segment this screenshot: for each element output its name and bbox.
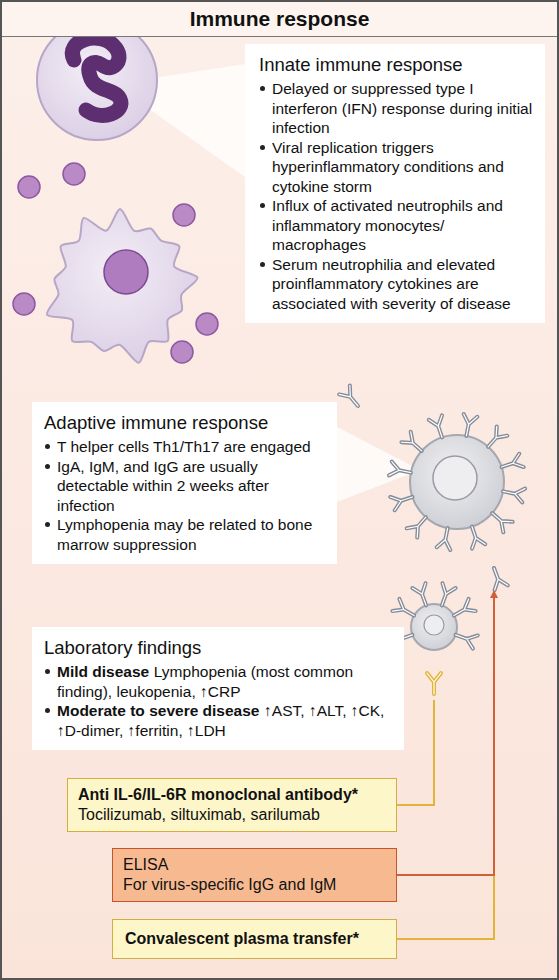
bullet-dot — [45, 464, 50, 469]
bold-text: Convalescent plasma transfer* — [125, 930, 359, 947]
title-bar: Immune response — [2, 2, 557, 37]
therapy-box: Convalescent plasma transfer* — [112, 919, 397, 959]
bullet-text: IgA, IgM, and IgG are usually detectable… — [57, 457, 325, 516]
cytokine — [173, 204, 195, 226]
antibody — [437, 527, 455, 550]
info-box: Adaptive immune response T helper cells T… — [32, 402, 337, 564]
body-text: Viral replication triggers hyperinflamma… — [272, 139, 504, 195]
bullet-item: Serum neutrophilia and elevated proinfla… — [259, 255, 533, 314]
macrophage-cell — [47, 209, 198, 363]
info-box: Laboratory findingsMild diseaseLymphopen… — [32, 627, 404, 750]
antibody — [465, 524, 485, 548]
plasma-cell — [411, 604, 457, 650]
leader-line — [397, 594, 494, 875]
cytokine — [63, 163, 85, 185]
body-text: Serum neutrophilia and elevated proinfla… — [272, 256, 511, 312]
antibody — [483, 426, 507, 451]
bullet-item: IgA, IgM, and IgG are usually detectable… — [44, 457, 325, 516]
neutrophil-cell — [37, 20, 157, 140]
antibody — [459, 414, 477, 437]
bold-text: Mild disease — [57, 663, 149, 680]
box-heading: Innate immune response — [259, 54, 463, 75]
antibody — [488, 508, 513, 532]
bold-text: Anti IL-6/IL-6R monoclonal antibody* — [78, 786, 358, 803]
callout-wedge — [337, 427, 420, 502]
cell-nucleus — [433, 456, 477, 500]
bullet-text: Influx of activated neutrophils and infl… — [272, 196, 533, 255]
antibody — [390, 490, 414, 510]
antibody — [389, 462, 412, 480]
therapy-box: Anti IL-6/IL-6R monoclonal antibody* Toci… — [67, 778, 397, 832]
antibody — [435, 583, 455, 608]
b-cell — [410, 435, 504, 529]
bullet-text: Mild diseaseLymphopenia (most common fin… — [57, 662, 392, 701]
bullet-dot — [260, 203, 265, 208]
cytokine — [18, 176, 40, 198]
bullet-item: Lymphopenia may be related to bone marro… — [44, 515, 325, 554]
segmented-nucleus — [72, 38, 121, 115]
text-row: ELISA — [123, 855, 386, 875]
bullet-dot — [260, 262, 265, 267]
antibody — [427, 673, 441, 694]
antibody — [429, 415, 449, 439]
text-row: Anti IL-6/IL-6R monoclonal antibody* — [78, 785, 386, 805]
diagnostic-box: ELISA For virus-specific IgG and IgM — [112, 848, 397, 902]
bullet-dot — [260, 145, 265, 150]
text-row: Adaptive immune response — [44, 411, 325, 434]
bullet-dot — [45, 708, 50, 713]
cytokine — [196, 313, 218, 335]
bullet-item: Moderate to severe disease↑AST, ↑ALT, ↑C… — [44, 701, 392, 740]
antibody — [401, 432, 426, 456]
box-heading: Adaptive immune response — [44, 412, 268, 433]
cytokine — [171, 341, 193, 363]
bullet-text: Lymphopenia may be related to bone marro… — [57, 515, 325, 554]
bold-text: Moderate to severe disease — [57, 702, 259, 719]
antibody — [487, 566, 507, 591]
bullet-item: T helper cells Th1/Th17 are engaged — [44, 437, 325, 457]
body-text: Tocilizumab, siltuximab, sarilumab — [78, 806, 320, 823]
antibody — [450, 599, 475, 622]
body-text: ELISA — [123, 856, 168, 873]
title: Immune response — [190, 7, 370, 30]
bullet-dot — [45, 669, 50, 674]
text-row: Convalescent plasma transfer* — [125, 929, 386, 949]
body-text: Influx of activated neutrophils and infl… — [272, 197, 503, 253]
antibody — [453, 628, 478, 648]
body-text: Delayed or suppressed type I interferon … — [272, 80, 532, 136]
body-text: For virus-specific IgG and IgM — [123, 876, 336, 893]
body-text: IgA, IgM, and IgG are usually detectable… — [57, 458, 269, 514]
text-row: Tocilizumab, siltuximab, sarilumab — [78, 805, 386, 825]
bullet-text: Delayed or suppressed type I interferon … — [272, 79, 533, 138]
cell-nucleus — [104, 250, 148, 294]
antibody — [339, 385, 363, 410]
leader-line — [397, 875, 494, 939]
bullet-dot — [260, 86, 265, 91]
text-row: For virus-specific IgG and IgM — [123, 875, 386, 895]
bullet-item: Delayed or suppressed type I interferon … — [259, 79, 533, 138]
body-text: Lymphopenia may be related to bone marro… — [57, 516, 312, 553]
text-row: Innate immune response — [259, 53, 533, 76]
info-box: Innate immune responseDelayed or suppres… — [245, 44, 545, 323]
text-row: Laboratory findings — [44, 636, 392, 659]
antibody — [499, 454, 523, 474]
box-heading: Laboratory findings — [44, 637, 201, 658]
antibody — [502, 484, 525, 502]
bullet-item: Mild diseaseLymphopenia (most common fin… — [44, 662, 392, 701]
cell-nucleus — [424, 615, 444, 635]
bullet-text: T helper cells Th1/Th17 are engaged — [57, 437, 325, 457]
bullet-item: Influx of activated neutrophils and infl… — [259, 196, 533, 255]
bullet-text: Moderate to severe disease↑AST, ↑ALT, ↑C… — [57, 701, 392, 740]
antibody — [407, 513, 431, 538]
bullet-item: Viral replication triggers hyperinflamma… — [259, 138, 533, 197]
bullet-dot — [45, 444, 50, 449]
bullet-dot — [45, 522, 50, 527]
body-text: T helper cells Th1/Th17 are engaged — [57, 438, 311, 455]
antibody — [412, 583, 432, 608]
bullet-text: Serum neutrophilia and elevated proinfla… — [272, 255, 533, 314]
bullet-text: Viral replication triggers hyperinflamma… — [272, 138, 533, 197]
cytokine — [13, 293, 35, 315]
antibody — [392, 599, 417, 622]
